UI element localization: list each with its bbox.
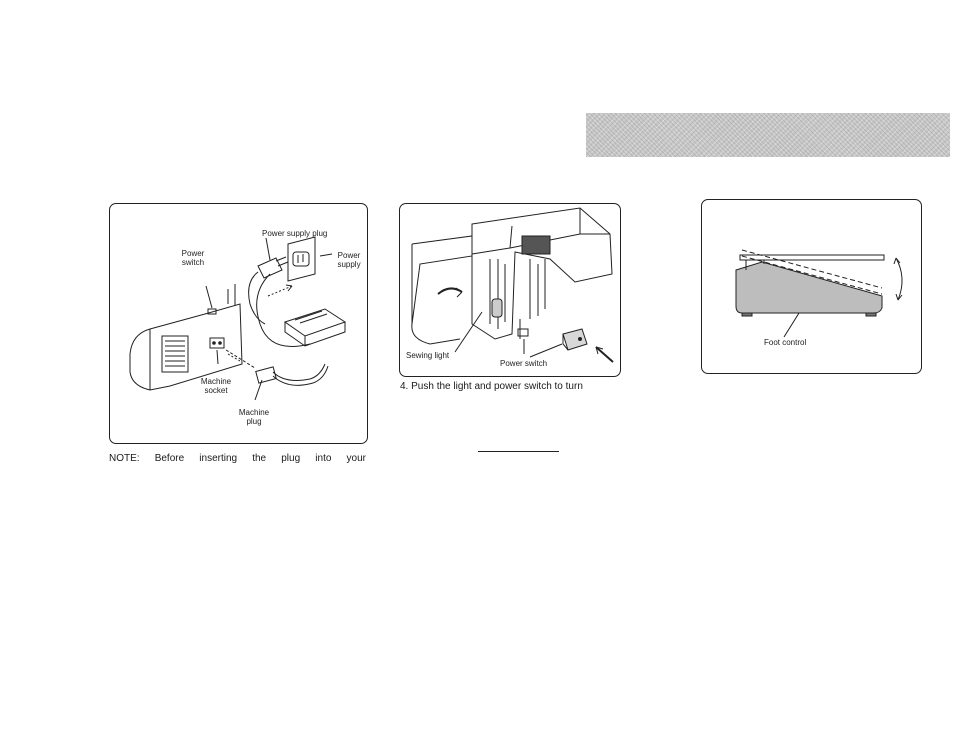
note-word: into <box>315 453 331 464</box>
illustration-light-switch: Sewing light Power switch <box>399 203 621 377</box>
header-band <box>586 113 950 157</box>
note-word: plug <box>281 453 300 464</box>
illustration-foot-control: Foot control <box>701 199 922 374</box>
foot-control-drawing <box>702 200 921 373</box>
foot-control-label: Foot control <box>764 338 806 347</box>
power-supply-plug-label: Power supply plug <box>262 229 327 238</box>
step-4-caption: 4. Push the light and power switch to tu… <box>400 381 583 392</box>
power-switch-label-2: Power switch <box>500 359 547 368</box>
sewing-light-label: Sewing light <box>406 351 449 360</box>
note-caption: NOTE: Before inserting the plug into you… <box>109 453 366 464</box>
note-word: the <box>252 453 266 464</box>
note-word: your <box>347 453 366 464</box>
note-word: Before <box>155 453 184 464</box>
horizontal-rule <box>478 451 559 452</box>
note-word: NOTE: <box>109 453 140 464</box>
note-word: inserting <box>199 453 237 464</box>
